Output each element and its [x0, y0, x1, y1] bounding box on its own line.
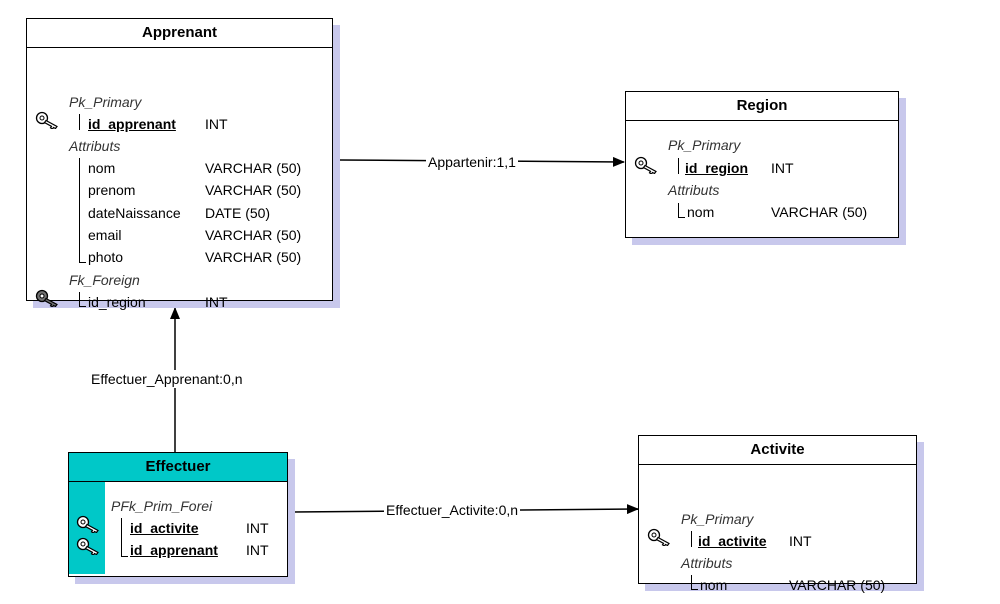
pfk-section-label: PFk_Prim_Forei — [111, 498, 213, 514]
entity-title: Apprenant — [27, 19, 332, 48]
key-icon — [76, 515, 102, 533]
attribute-type: VARCHAR (50) — [771, 204, 868, 220]
pk-field-type: INT — [789, 533, 812, 549]
fk-field-type: INT — [205, 294, 228, 310]
pk-field-type: INT — [205, 116, 228, 132]
foreign-key-icon — [35, 289, 61, 307]
fk-section-label: Fk_Foreign — [69, 272, 140, 288]
attribute-type: VARCHAR (50) — [205, 182, 302, 198]
pfk-field-name: id_activite — [130, 520, 199, 536]
effectuer-apprenant-label: Effectuer_Apprenant:0,n — [89, 370, 245, 388]
key-icon — [76, 537, 102, 555]
attribute-name: photo — [88, 249, 124, 265]
pk-section-label: Pk_Primary — [69, 94, 142, 110]
effectuer-activite-label: Effectuer_Activite:0,n — [384, 501, 521, 519]
fk-field-name: id_region — [88, 294, 146, 310]
entity-title: Region — [626, 92, 898, 121]
attr-section-label: Attributs — [668, 182, 720, 198]
attribute-name: nom — [687, 204, 715, 220]
entity-apprenant[interactable]: Apprenant Pk_Primary id_apprenant INT At… — [26, 18, 333, 310]
pk-field-name: id_activite — [698, 533, 767, 549]
key-icon — [35, 111, 61, 129]
attribute-type: VARCHAR (50) — [205, 160, 302, 176]
attribute-name: prenom — [88, 182, 136, 198]
entity-region[interactable]: Region Pk_Primary id_region INT Attribut… — [625, 91, 899, 238]
pk-section-label: Pk_Primary — [681, 511, 754, 527]
attribute-name: nom — [88, 160, 116, 176]
pfk-field-name: id_apprenant — [130, 542, 218, 558]
entity-title: Activite — [639, 436, 916, 465]
entity-title: Effectuer — [69, 453, 287, 482]
pfk-field-type: INT — [246, 520, 269, 536]
entity-effectuer[interactable]: Effectuer PFk_Prim_Forei id_activite INT… — [68, 452, 288, 577]
attr-section-label: Attributs — [69, 138, 121, 154]
pk-field-name: id_apprenant — [88, 116, 176, 132]
key-icon — [647, 528, 673, 546]
pfk-field-type: INT — [246, 542, 269, 558]
attribute-name: nom — [700, 577, 728, 593]
attribute-type: DATE (50) — [205, 205, 271, 221]
attribute-type: VARCHAR (50) — [205, 249, 302, 265]
pk-field-name: id_region — [685, 160, 749, 176]
pk-section-label: Pk_Primary — [668, 137, 741, 153]
pk-field-type: INT — [771, 160, 794, 176]
key-icon — [634, 156, 660, 174]
attribute-name: email — [88, 227, 122, 243]
attr-section-label: Attributs — [681, 555, 733, 571]
associative-strip — [69, 482, 105, 574]
attribute-type: VARCHAR (50) — [789, 577, 886, 593]
attribute-name: dateNaissance — [88, 205, 181, 221]
attribute-type: VARCHAR (50) — [205, 227, 302, 243]
appartenir-label: Appartenir:1,1 — [426, 153, 518, 171]
entity-activite[interactable]: Activite Pk_Primary id_activite INT Attr… — [638, 435, 917, 593]
